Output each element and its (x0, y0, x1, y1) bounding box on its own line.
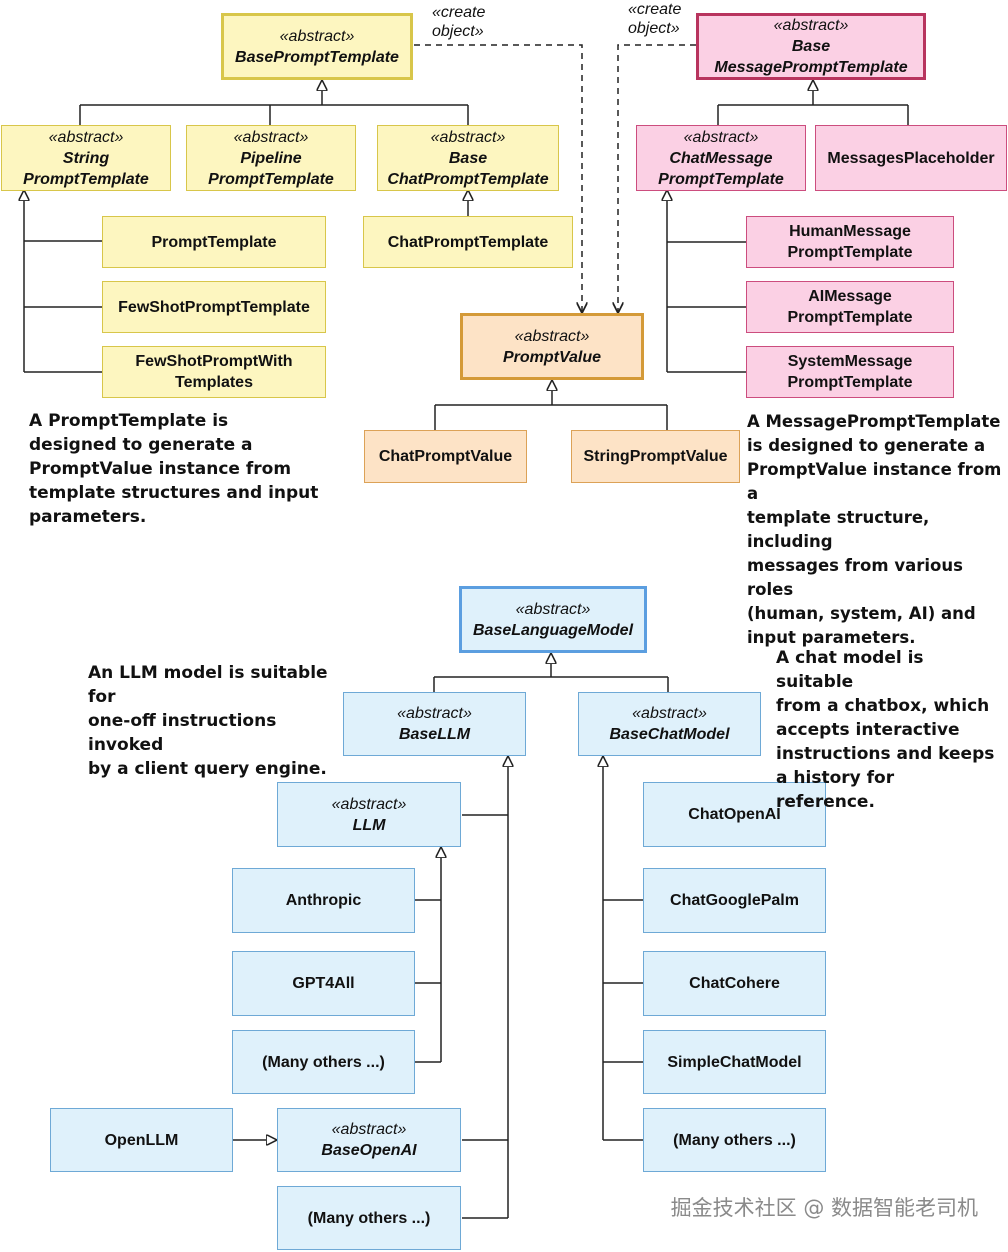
class-name: BaseLLM (398, 726, 471, 743)
many-others-llm-box: (Many others ...) (232, 1030, 415, 1094)
base-chat-prompt-template-box: «abstract» Base ChatPromptTemplate (377, 125, 559, 191)
create-object-arrow-right (618, 44, 696, 312)
anthropic-box: Anthropic (232, 868, 415, 933)
messages-placeholder-box: MessagesPlaceholder (815, 125, 1007, 191)
class-name: ChatGooglePalm (670, 892, 799, 909)
class-name: LLM (352, 816, 386, 834)
class-name: ChatOpenAI (688, 806, 781, 823)
class-name: (Many others ...) (262, 1053, 385, 1071)
system-message-prompt-template-box: SystemMessage PromptTemplate (746, 346, 954, 398)
base-message-prompt-template-box: «abstract» Base MessagePromptTemplate (696, 13, 926, 80)
prompt-template-box: PromptTemplate (102, 216, 326, 268)
base-chat-model-box: «abstract» BaseChatModel (578, 692, 761, 756)
ai-message-prompt-template-box: AIMessage PromptTemplate (746, 281, 954, 333)
few-shot-prompt-with-templates-box: FewShotPromptWith Templates (102, 346, 326, 398)
class-name: ChatPromptValue (378, 448, 513, 465)
class-name: Anthropic (285, 892, 362, 909)
abstract-stereotype: «abstract» (773, 17, 849, 34)
class-name: BasePromptTemplate (235, 48, 399, 66)
create-object-arrow-left (414, 44, 582, 312)
class-name: Pipeline PromptTemplate (208, 149, 334, 188)
abstract-stereotype: «abstract» (397, 705, 472, 722)
many-others-base-llm-box: (Many others ...) (277, 1186, 461, 1250)
class-name: HumanMessage PromptTemplate (787, 223, 913, 261)
create-object-label-right: «create object» (628, 1, 682, 37)
abstract-stereotype: «abstract» (632, 705, 707, 722)
class-name: Base MessagePromptTemplate (714, 38, 908, 76)
watermark: 掘金技术社区 @ 数据智能老司机 (670, 1196, 978, 1220)
class-name: MessagesPlaceholder (827, 149, 995, 167)
chat-openai-box: ChatOpenAI (643, 782, 826, 847)
class-name: FewShotPromptTemplate (118, 298, 310, 316)
string-prompt-template-box: «abstract» String PromptTemplate (1, 125, 171, 191)
class-name: ChatPromptTemplate (387, 233, 549, 251)
prompt-value-box: «abstract» PromptValue (460, 313, 644, 380)
class-name: ChatMessage PromptTemplate (658, 149, 784, 188)
base-prompt-template-box: «abstract» BasePromptTemplate (221, 13, 413, 80)
abstract-stereotype: «abstract» (233, 128, 309, 146)
class-name: BaseChatModel (609, 726, 730, 743)
base-openai-box: «abstract» BaseOpenAI (277, 1108, 461, 1172)
class-name: BaseLanguageModel (472, 621, 634, 639)
class-name: SimpleChatModel (667, 1053, 802, 1071)
abstract-stereotype: «abstract» (430, 128, 506, 146)
class-name: StringPromptValue (583, 448, 728, 465)
simple-chat-model-box: SimpleChatModel (643, 1030, 826, 1094)
abstract-stereotype: «abstract» (514, 327, 590, 345)
many-others-chat-box: (Many others ...) (643, 1108, 826, 1172)
class-name: Base ChatPromptTemplate (387, 149, 549, 188)
chat-google-palm-box: ChatGooglePalm (643, 868, 826, 933)
base-language-model-box: «abstract» BaseLanguageModel (459, 586, 647, 653)
llm-box: «abstract» LLM (277, 782, 461, 847)
class-name: ChatCohere (689, 975, 780, 992)
message-prompt-template-note: A MessagePromptTemplate is designed to g… (747, 412, 1002, 647)
abstract-stereotype: «abstract» (331, 1121, 407, 1138)
class-name: OpenLLM (104, 1131, 179, 1149)
prompt-template-note: A PromptTemplate is designed to generate… (29, 411, 319, 527)
class-name: String PromptTemplate (23, 149, 149, 188)
class-name: (Many others ...) (673, 1131, 796, 1149)
human-message-prompt-template-box: HumanMessage PromptTemplate (746, 216, 954, 268)
chat-prompt-template-box: ChatPromptTemplate (363, 216, 573, 268)
llm-note: An LLM model is suitable for one-off ins… (88, 663, 328, 779)
class-name: PromptValue (502, 348, 602, 366)
open-llm-box: OpenLLM (50, 1108, 233, 1172)
pipeline-prompt-template-box: «abstract» Pipeline PromptTemplate (186, 125, 356, 191)
abstract-stereotype: «abstract» (683, 128, 759, 146)
class-name: PromptTemplate (151, 233, 277, 251)
chat-model-note: A chat model is suitable from a chatbox,… (776, 648, 995, 812)
class-name: BaseOpenAI (321, 1142, 417, 1159)
class-name: GPT4All (292, 975, 355, 992)
abstract-stereotype: «abstract» (515, 600, 591, 618)
gpt4all-box: GPT4All (232, 951, 415, 1016)
few-shot-prompt-template-box: FewShotPromptTemplate (102, 281, 326, 333)
abstract-stereotype: «abstract» (48, 128, 124, 146)
chat-message-prompt-template-box: «abstract» ChatMessage PromptTemplate (636, 125, 806, 191)
abstract-stereotype: «abstract» (279, 27, 355, 45)
class-name: FewShotPromptWith Templates (135, 353, 293, 391)
class-name: SystemMessage PromptTemplate (787, 353, 913, 391)
chat-cohere-box: ChatCohere (643, 951, 826, 1016)
base-llm-box: «abstract» BaseLLM (343, 692, 526, 756)
abstract-stereotype: «abstract» (331, 795, 407, 813)
class-name: AIMessage PromptTemplate (787, 288, 913, 326)
chat-prompt-value-box: ChatPromptValue (364, 430, 527, 483)
class-name: (Many others ...) (307, 1209, 431, 1227)
create-object-label-left: «create object» (432, 4, 486, 40)
string-prompt-value-box: StringPromptValue (571, 430, 740, 483)
